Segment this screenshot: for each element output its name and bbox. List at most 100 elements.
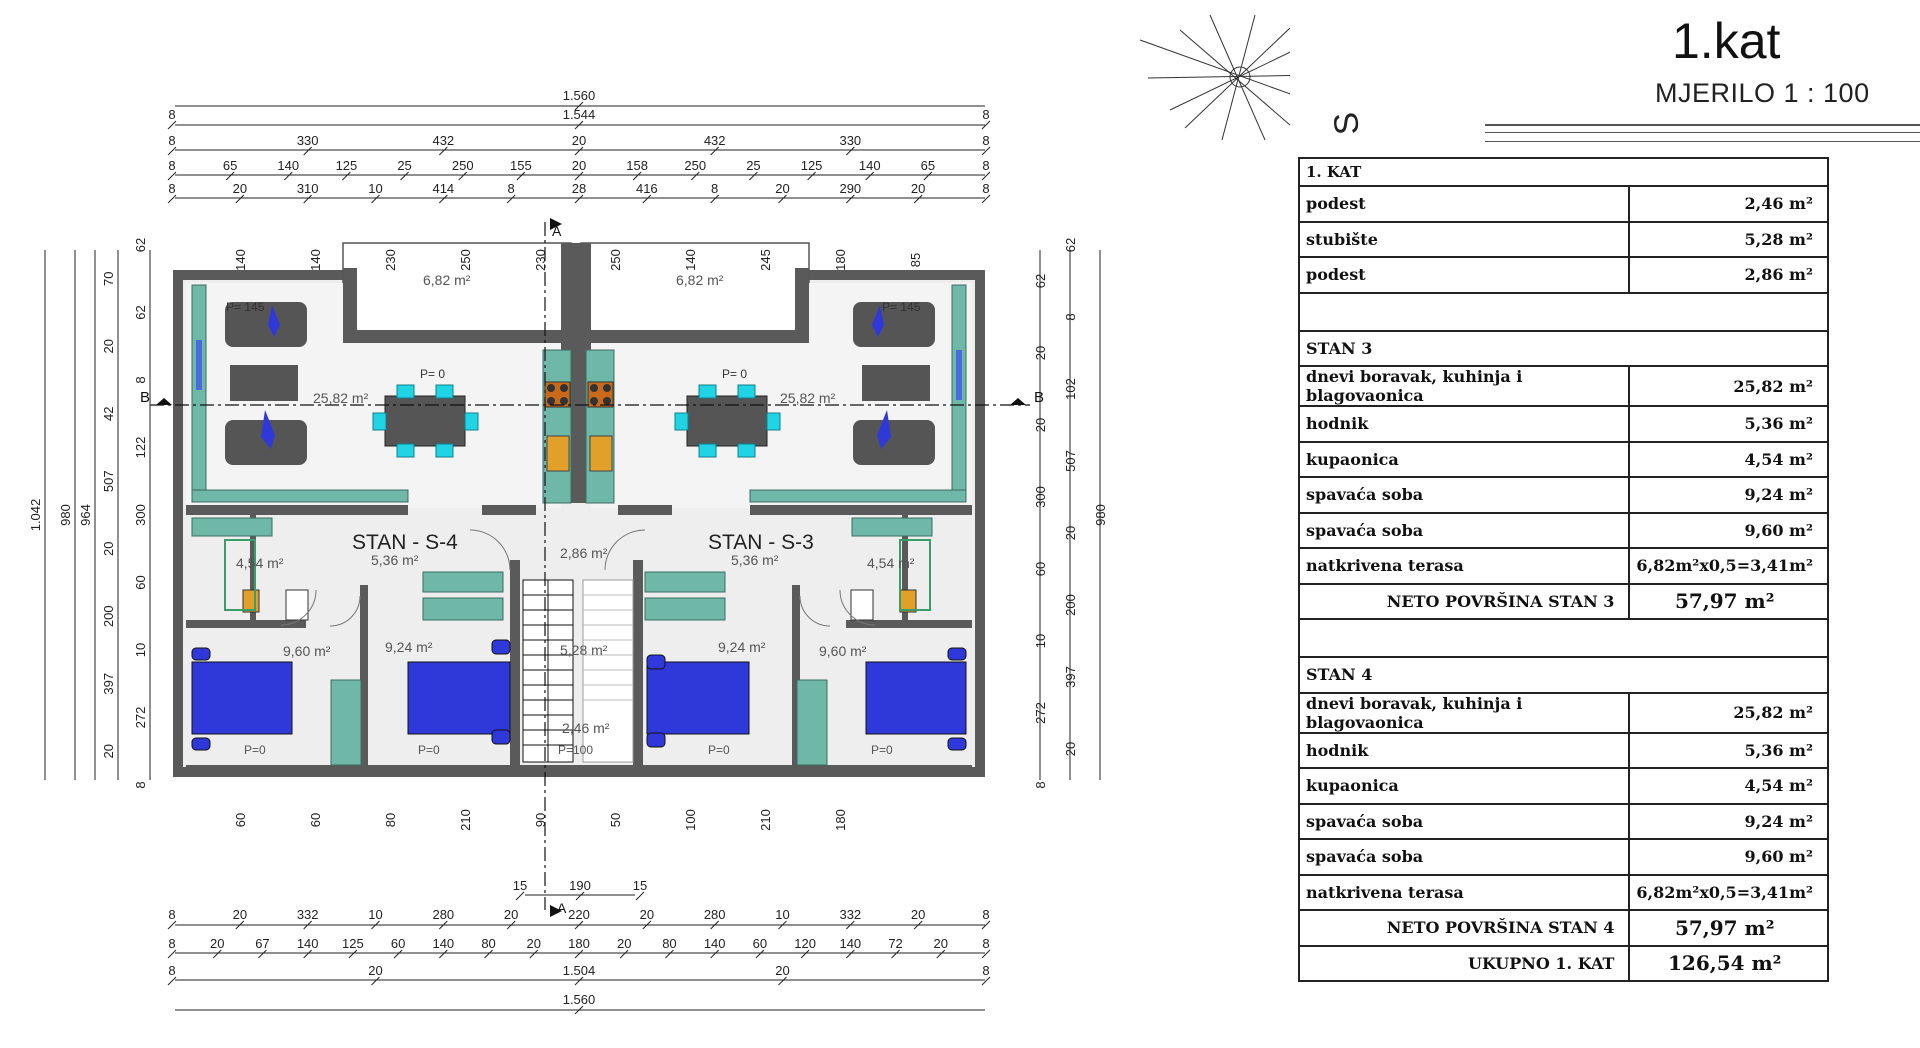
dimension-label: 20: [1063, 742, 1078, 756]
dimension-label: 414: [432, 181, 454, 196]
dimension-tick: [642, 194, 652, 204]
dimension-label: 8: [711, 181, 718, 196]
table-row: STAN 4: [1298, 656, 1829, 694]
dimension-tick: [167, 146, 177, 156]
room-name-cell: NETO POVRŠINA STAN 3: [1297, 582, 1631, 620]
dimension-label: 1.042: [28, 499, 43, 532]
room-name-cell: natkrivena terasa: [1297, 873, 1631, 911]
dimension-label: 8: [982, 907, 989, 922]
dimension-tick: [913, 194, 923, 204]
dimension-label: 80: [481, 936, 495, 951]
room-area-landing-lower: 2,46 m²: [562, 720, 610, 736]
floor-mark-2: P=0: [418, 743, 440, 757]
north-label: S: [1326, 110, 1367, 137]
dimension-label: 272: [133, 707, 148, 729]
floor-mark-4: P=0: [708, 743, 730, 757]
room-area-bed-small-left: 9,24 m²: [385, 639, 433, 655]
dimension-tick: [574, 949, 584, 959]
dimension-tick: [913, 920, 923, 930]
dimension-label: 155: [510, 158, 532, 173]
dimension-label: 20: [504, 907, 518, 922]
dimension-label: 72: [888, 936, 902, 951]
dimension-label: 1.560: [563, 88, 596, 103]
window-dimension-label: 140: [683, 249, 698, 271]
dimension-label: 20: [368, 963, 382, 978]
dimension-label: 15: [633, 878, 647, 893]
dimension-label: 140: [839, 936, 861, 951]
decor-line: [1485, 124, 1920, 126]
room-area-cell: 9,24 m²: [1628, 802, 1829, 840]
window-dimension-label: 60: [308, 813, 323, 827]
dimension-tick: [438, 949, 448, 959]
dimension-tick: [755, 949, 765, 959]
room-name-cell: hodnik: [1297, 405, 1631, 443]
level-mark-145-right: P= 145: [882, 300, 921, 314]
dimension-tick: [167, 171, 177, 181]
dimension-label: 28: [572, 181, 586, 196]
tv-icon: [196, 340, 962, 400]
dimension-label: 10: [775, 907, 789, 922]
room-name-cell: dnevi boravak, kuhinja i blagovaonica: [1297, 691, 1631, 734]
room-area-cell: 4,54 m²: [1628, 767, 1829, 805]
room-area-cell: 2,86 m²: [1628, 256, 1829, 294]
level-mark-145-left: P= 145: [226, 300, 265, 314]
dimension-label: 980: [58, 504, 73, 526]
dimension-label: 20: [233, 907, 247, 922]
room-name-cell: spavaća soba: [1297, 802, 1631, 840]
dimension-label: 20: [775, 181, 789, 196]
dimension-tick: [225, 171, 235, 181]
dimension-tick: [710, 194, 720, 204]
dimension-tick: [167, 194, 177, 204]
dimension-label: 10: [1033, 634, 1048, 648]
dimension-label: 250: [452, 158, 474, 173]
dimension-tick: [923, 171, 933, 181]
dimension-label: 330: [839, 133, 861, 148]
window-dimension-label: 210: [458, 809, 473, 831]
dimension-tick: [235, 920, 245, 930]
room-area-cell: 126,54 m²: [1628, 944, 1829, 982]
dimension-tick: [749, 171, 758, 181]
dimension-tick: [778, 920, 787, 930]
dimension-tick: [283, 171, 293, 181]
window-dimension-label: 60: [233, 813, 248, 827]
dimension-label: 20: [101, 339, 116, 353]
dimension-label: 180: [568, 936, 590, 951]
window-dimension-label: 230: [383, 249, 398, 271]
dimension-tick: [845, 949, 855, 959]
dimension-label: 125: [336, 158, 358, 173]
room-area-cell: 9,60 m²: [1628, 838, 1829, 876]
unit-label-s3: STAN - S-3: [708, 531, 814, 554]
dimension-tick: [303, 920, 313, 930]
room-area-landing-upper: 2,86 m²: [560, 545, 608, 561]
dimension-label: 20: [934, 936, 948, 951]
dimension-label: 330: [297, 133, 319, 148]
page-title: 1.kat: [1672, 13, 1781, 69]
dimension-tick: [865, 171, 875, 181]
dimension-label: 1.560: [563, 992, 596, 1007]
dimension-tick: [635, 891, 645, 901]
dimension-label: 397: [101, 673, 116, 695]
dimension-label: 8: [982, 107, 989, 122]
room-area-bed-large-left: 9,60 m²: [283, 643, 331, 659]
section-label-b-right: B: [1034, 389, 1044, 406]
dimension-label: 20: [572, 133, 586, 148]
room-name-cell: spavaća soba: [1297, 511, 1631, 549]
section-label-a: A: [552, 223, 562, 239]
dimension-ticks: [167, 101, 991, 1015]
room-area-cell: 9,24 m²: [1628, 476, 1829, 514]
dimension-label: 125: [801, 158, 823, 173]
table-section-label: 1. KAT: [1298, 157, 1829, 187]
kitchen-counters: [191, 284, 967, 766]
window-dimension-label: 230: [533, 249, 548, 271]
table-section-label: STAN 3: [1298, 329, 1829, 367]
dimension-tick: [981, 194, 991, 204]
room-name-cell: kupaonica: [1297, 440, 1631, 478]
dimension-label: 20: [640, 907, 654, 922]
door-swing: [280, 529, 876, 627]
